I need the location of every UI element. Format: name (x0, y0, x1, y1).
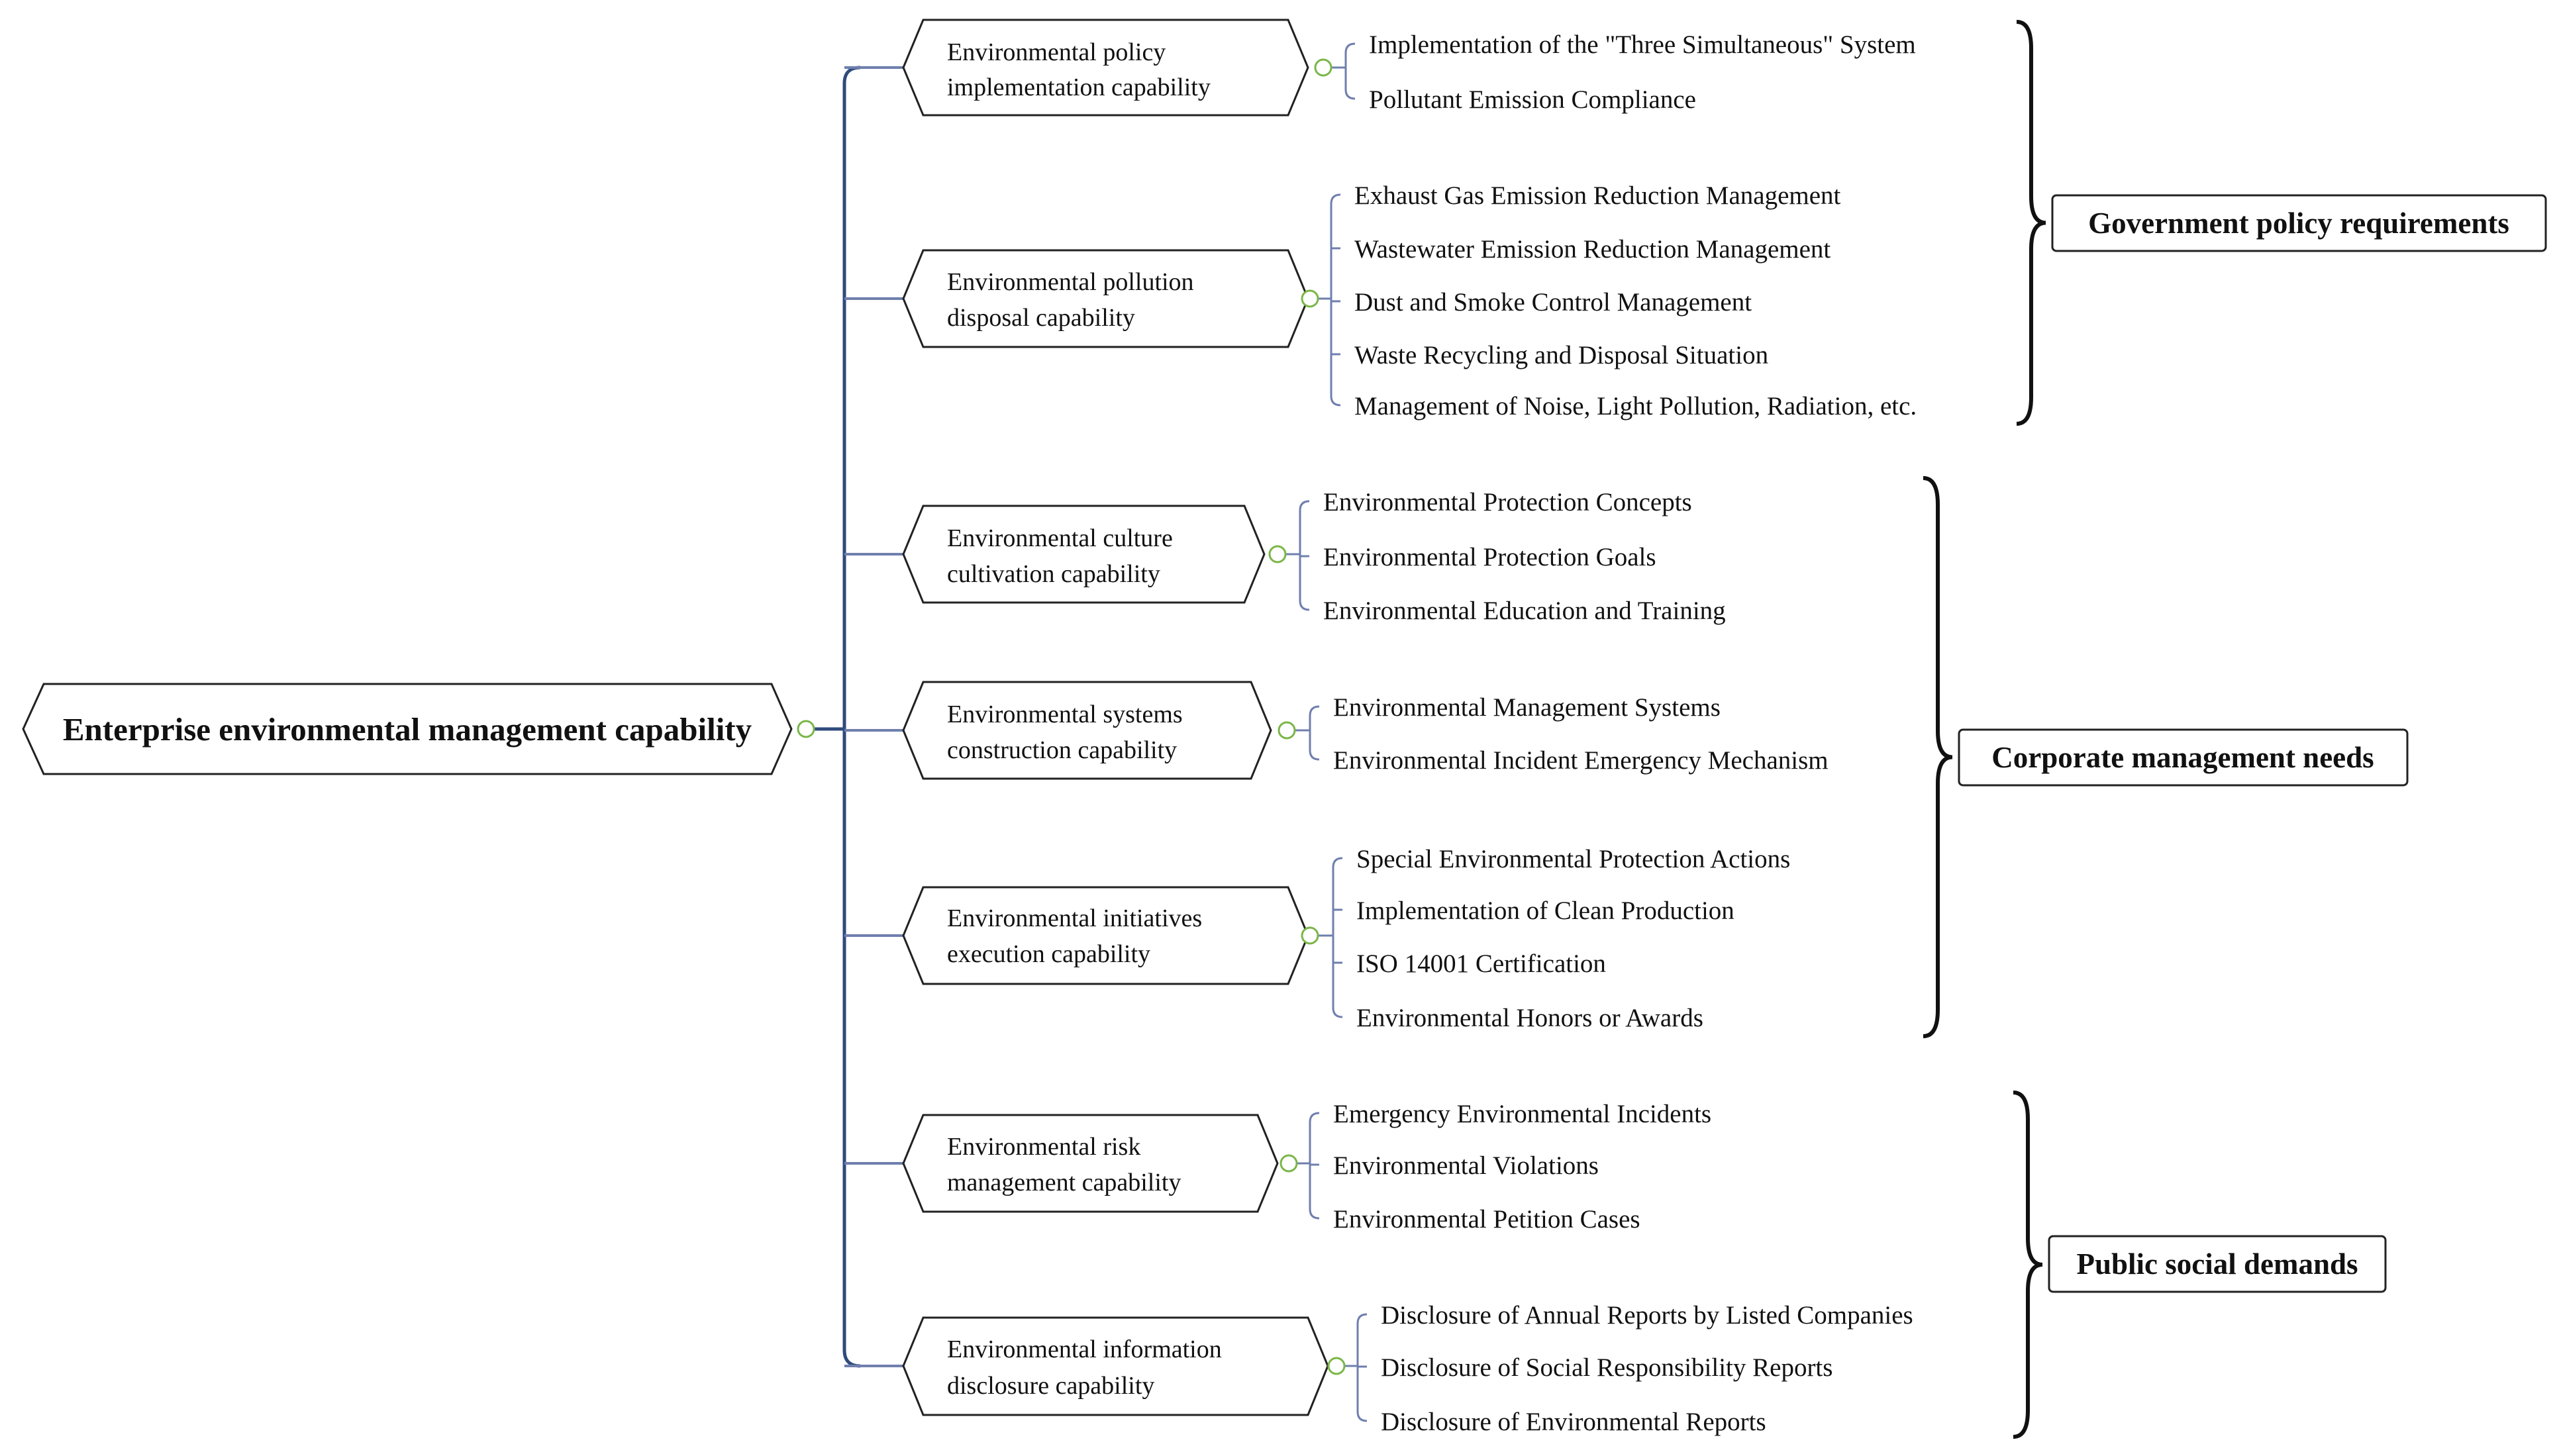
category-braces (1923, 20, 2046, 1439)
leaf-item[interactable]: Exhaust Gas Emission Reduction Managemen… (1354, 181, 1841, 210)
capability-label-line-2: construction capability (947, 736, 1177, 764)
leaf-item[interactable]: Wastewater Emission Reduction Management (1354, 235, 1831, 264)
root-collapse-dot[interactable] (797, 720, 815, 738)
leaf-item[interactable]: Management of Noise, Light Pollution, Ra… (1354, 392, 1917, 420)
capability-collapse-dot[interactable] (1301, 926, 1319, 945)
capability-node-shape (902, 19, 1309, 117)
leaf-item[interactable]: Implementation of the "Three Simultaneou… (1369, 30, 1916, 59)
capability-collapse-dot[interactable] (1301, 289, 1319, 308)
capability-node-1[interactable]: Environmental policy implementation capa… (902, 19, 1309, 117)
capability-node-shape (902, 1316, 1329, 1416)
capability-node-2[interactable]: Environmental pollution disposal capabil… (902, 249, 1309, 348)
leaf-item[interactable]: Waste Recycling and Disposal Situation (1354, 341, 1768, 369)
category-box-shape (1958, 728, 2409, 787)
leaf-item[interactable]: Emergency Environmental Incidents (1333, 1100, 1711, 1128)
capability-node-4[interactable]: Environmental systems construction capab… (902, 681, 1272, 780)
capability-node-shape (902, 505, 1266, 604)
leaf-item[interactable]: Dust and Smoke Control Management (1354, 288, 1752, 316)
leaf-item[interactable]: Environmental Honors or Awards (1356, 1004, 1703, 1032)
capability-label-line-1: Environmental initiatives (947, 904, 1202, 932)
capability-label-line-2: disposal capability (947, 304, 1135, 332)
capability-collapse-dot[interactable] (1280, 1154, 1298, 1173)
category-brace (1923, 476, 1953, 1038)
item-bracket (1309, 705, 1320, 761)
category-box-government[interactable]: Government policy requirements (2051, 194, 2547, 252)
leaf-item[interactable]: Environmental Protection Concepts (1323, 488, 1692, 516)
category-box-shape (2048, 1235, 2387, 1293)
root-node-label: Enterprise environmental management capa… (63, 711, 752, 748)
category-box-shape (2051, 194, 2547, 252)
category-label: Government policy requirements (2088, 207, 2509, 240)
capability-label-line-1: Environmental culture (947, 524, 1173, 552)
category-brace (2013, 1091, 2043, 1439)
capability-collapse-dot[interactable] (1314, 58, 1332, 77)
leaf-item[interactable]: Environmental Protection Goals (1323, 543, 1656, 571)
capability-node-6[interactable]: Environmental risk management capability (902, 1114, 1279, 1213)
capability-collapse-dot[interactable] (1278, 721, 1296, 740)
leaf-item[interactable]: Environmental Education and Training (1323, 597, 1726, 625)
leaf-item[interactable]: Special Environmental Protection Actions (1356, 845, 1790, 873)
capability-label-line-1: Environmental pollution (947, 268, 1194, 296)
capability-label-line-2: management capability (947, 1169, 1181, 1196)
leaf-item[interactable]: Environmental Petition Cases (1333, 1205, 1640, 1234)
item-bracket (1330, 193, 1341, 407)
capability-label-line-1: Environmental systems (947, 701, 1183, 728)
capability-label-line-1: Environmental risk (947, 1133, 1140, 1161)
connector-lines (814, 66, 903, 1368)
item-bracket (1332, 857, 1343, 1018)
capability-node-5[interactable]: Environmental initiatives execution capa… (902, 886, 1309, 985)
leaf-item[interactable]: Implementation of Clean Production (1356, 897, 1734, 925)
capability-label-line-2: cultivation capability (947, 560, 1160, 588)
capability-collapse-dot[interactable] (1268, 545, 1287, 563)
capability-node-shape (902, 886, 1309, 985)
item-bracket (1344, 42, 1356, 100)
capability-node-7[interactable]: Environmental information disclosure cap… (902, 1316, 1329, 1416)
category-box-public[interactable]: Public social demands (2048, 1235, 2387, 1293)
capability-label-line-2: disclosure capability (947, 1372, 1154, 1400)
leaf-item[interactable]: ISO 14001 Certification (1356, 949, 1606, 978)
root-node[interactable]: Enterprise environmental management capa… (22, 683, 793, 775)
category-brace (2016, 20, 2046, 426)
capability-label-line-1: Environmental information (947, 1335, 1222, 1363)
capability-node-shape (902, 1114, 1279, 1213)
capability-node-3[interactable]: Environmental culture cultivation capabi… (902, 505, 1266, 604)
leaf-item[interactable]: Disclosure of Annual Reports by Listed C… (1381, 1301, 1913, 1330)
leaf-item[interactable]: Environmental Management Systems (1333, 693, 1721, 722)
category-label: Public social demands (2076, 1247, 2358, 1281)
leaf-item[interactable]: Disclosure of Environmental Reports (1381, 1408, 1766, 1436)
capability-node-shape (902, 249, 1309, 348)
category-box-corporate[interactable]: Corporate management needs (1958, 728, 2409, 787)
item-brackets (1285, 42, 1368, 1422)
capability-label-line-1: Environmental policy (947, 38, 1166, 66)
capability-label-line-2: implementation capability (947, 73, 1211, 101)
capability-node-shape (902, 681, 1272, 780)
root-node-shape (22, 683, 793, 775)
leaf-item[interactable]: Environmental Violations (1333, 1151, 1599, 1180)
trunk-connector (842, 66, 861, 1368)
leaf-item[interactable]: Pollutant Emission Compliance (1369, 85, 1696, 114)
capability-label-line-2: execution capability (947, 940, 1150, 968)
category-label: Corporate management needs (1991, 741, 2374, 774)
leaf-item[interactable]: Environmental Incident Emergency Mechani… (1333, 746, 1829, 775)
leaf-item[interactable]: Disclosure of Social Responsibility Repo… (1381, 1353, 1832, 1382)
capability-collapse-dot[interactable] (1327, 1357, 1346, 1375)
